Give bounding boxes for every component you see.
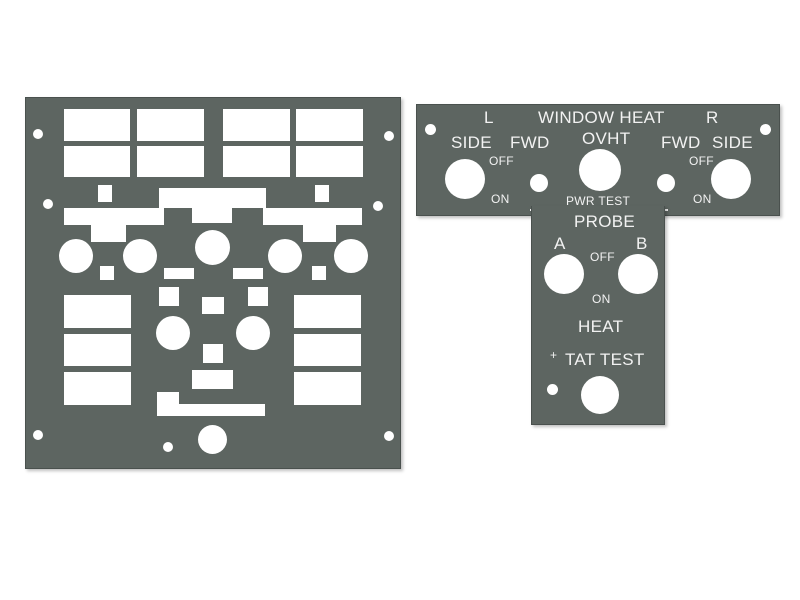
- screw-hole-bottom-left: [33, 430, 43, 440]
- center-t-cutout-stem: [192, 207, 232, 223]
- left-side-switch-hole: [445, 159, 485, 199]
- window-cutout: [64, 109, 130, 141]
- probe-b-label: B: [636, 234, 648, 253]
- window-cutout: [64, 295, 131, 328]
- window-cutout: [296, 146, 363, 177]
- small-cutout: [164, 268, 194, 279]
- window-cutout: [64, 146, 130, 177]
- small-cutout: [203, 344, 223, 363]
- small-cutout: [233, 268, 263, 279]
- switch-hole: [334, 239, 368, 273]
- small-cutout: [248, 287, 268, 306]
- probe-a-label: A: [554, 234, 566, 253]
- switch-hole: [59, 239, 93, 273]
- small-cutout: [159, 287, 179, 306]
- window-heat-panel: L WINDOW HEAT R SIDE FWD OVHT FWD SIDE O…: [416, 104, 780, 216]
- left-side-label: SIDE: [451, 133, 492, 152]
- right-stepped-cutout-lower: [303, 224, 336, 242]
- probe-on-label: ON: [592, 292, 611, 306]
- bottom-l-cutout-bar: [157, 404, 265, 416]
- switch-hole: [156, 316, 190, 350]
- window-cutout: [296, 109, 363, 141]
- ovht-label: OVHT: [582, 129, 631, 148]
- right-label: R: [706, 108, 719, 127]
- switch-hole: [236, 316, 270, 350]
- center-t-cutout: [159, 188, 266, 208]
- pwr-test-label: PWR TEST: [566, 194, 631, 208]
- window-cutout: [223, 109, 290, 141]
- switch-hole: [268, 239, 302, 273]
- heat-label: HEAT: [578, 317, 624, 336]
- window-cutout: [294, 295, 361, 328]
- switch-hole: [195, 230, 230, 265]
- screw-hole-mid-left: [43, 199, 53, 209]
- left-blank-panel: [25, 97, 401, 469]
- window-cutout: [223, 146, 290, 177]
- probe-off-label: OFF: [590, 250, 615, 264]
- small-cutout: [312, 266, 326, 280]
- window-cutout: [64, 372, 131, 405]
- left-fwd-label: FWD: [510, 133, 550, 152]
- small-cutout: [315, 185, 329, 202]
- right-side-switch-hole: [711, 159, 751, 199]
- left-label: L: [484, 108, 494, 127]
- ovht-switch-hole: [579, 149, 621, 191]
- probe-a-switch-hole: [544, 254, 584, 294]
- screw-hole-top-left: [33, 129, 43, 139]
- right-on-label: ON: [693, 192, 712, 206]
- tat-test-label: TAT TEST: [565, 350, 645, 369]
- small-cutout: [98, 185, 112, 202]
- screw-hole-mid-right: [373, 201, 383, 211]
- probe-b-switch-hole: [618, 254, 658, 294]
- tat-test-button-hole: [581, 376, 619, 414]
- small-cutout: [192, 370, 233, 389]
- window-cutout: [294, 372, 361, 405]
- window-cutout: [294, 334, 361, 366]
- right-off-label: OFF: [689, 154, 714, 168]
- probe-label: PROBE: [574, 212, 636, 231]
- screw-hole-right: [760, 124, 771, 135]
- window-cutout: [137, 146, 204, 177]
- screw-hole-top-right: [384, 131, 394, 141]
- right-fwd-indicator-hole: [657, 174, 675, 192]
- window-heat-title: WINDOW HEAT: [538, 108, 665, 127]
- screw-hole-bottom-right: [384, 431, 394, 441]
- left-off-label: OFF: [489, 154, 514, 168]
- small-cutout: [202, 297, 224, 314]
- right-fwd-label: FWD: [661, 133, 701, 152]
- screw-hole-bottom-center: [163, 442, 173, 452]
- window-cutout: [64, 334, 131, 366]
- tat-plus-label: +: [550, 348, 558, 362]
- tat-screw-hole: [547, 384, 558, 395]
- switch-hole: [123, 239, 157, 273]
- left-on-label: ON: [491, 192, 510, 206]
- probe-heat-panel: PROBE A B OFF ON HEAT + TAT TEST: [531, 206, 665, 425]
- window-cutout: [137, 109, 204, 141]
- right-stepped-cutout: [263, 208, 362, 225]
- left-stepped-cutout: [64, 208, 164, 225]
- screw-hole-left: [425, 124, 436, 135]
- switch-hole-bottom: [198, 425, 227, 454]
- right-side-label: SIDE: [712, 133, 753, 152]
- left-fwd-indicator-hole: [530, 174, 548, 192]
- small-cutout: [100, 266, 114, 280]
- left-stepped-cutout-lower: [91, 224, 126, 242]
